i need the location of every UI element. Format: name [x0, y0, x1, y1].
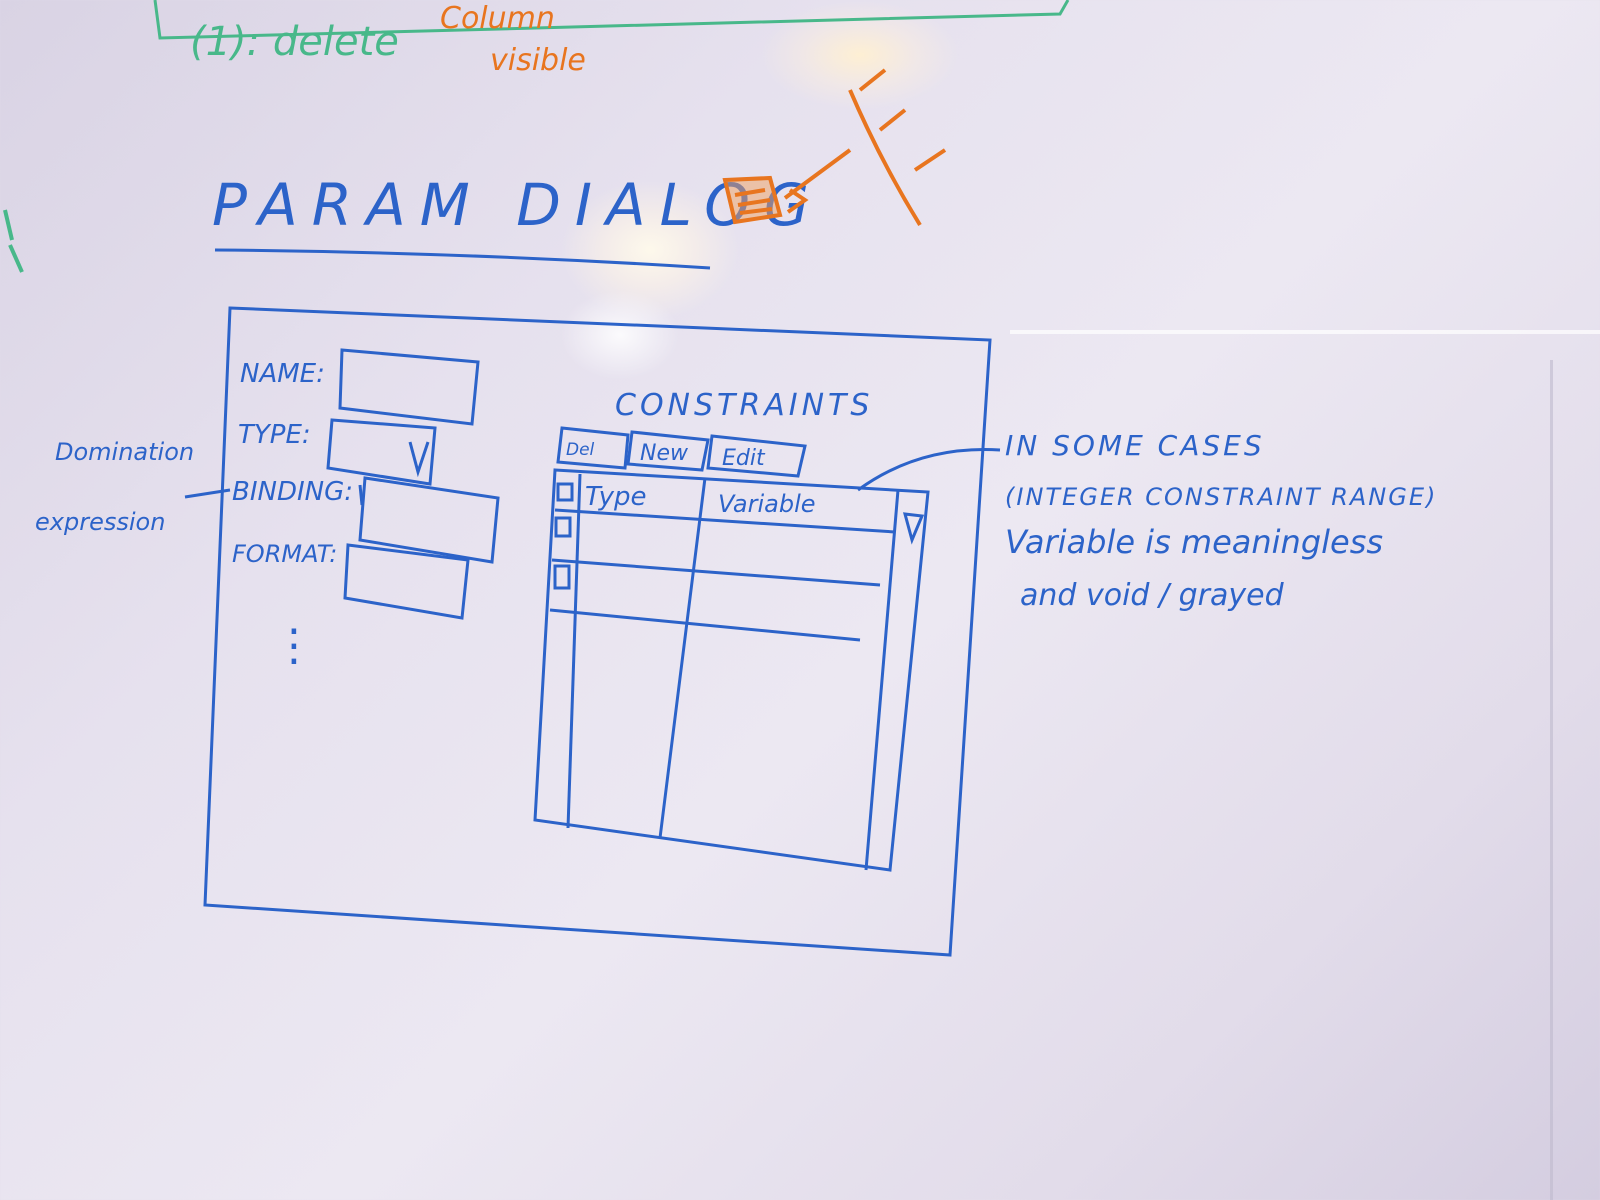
del-button[interactable]: Del [566, 440, 595, 460]
binding-note-line1: Domination [55, 438, 194, 466]
checkbox-column-divider [566, 473, 582, 829]
binding-note-connector [184, 488, 231, 499]
note-line3: Variable is meaningless [1005, 523, 1383, 561]
row-checkbox[interactable] [553, 564, 571, 590]
type-column-divider [658, 477, 707, 839]
new-button-frame[interactable] [626, 430, 710, 472]
note-line2: (INTEGER CONSTRAINT RANGE) [1005, 483, 1437, 511]
page-title: PARAM DIALOG [212, 171, 823, 239]
note-line4: and void / grayed [1020, 578, 1285, 613]
type-select[interactable] [326, 418, 437, 486]
light-glare-small [560, 290, 680, 380]
row-checkbox[interactable] [554, 516, 572, 538]
table-header-divider [554, 508, 896, 534]
note-line1: IN SOME CASES [1005, 429, 1265, 462]
del-button-frame[interactable] [556, 426, 630, 470]
top-note-delete: (1): delete [190, 19, 399, 65]
column-header-variable: Variable [718, 490, 816, 518]
top-note-column: Column [440, 1, 555, 36]
name-label: NAME: [240, 359, 325, 389]
more-fields-ellipsis: ⋮ [272, 620, 316, 671]
column-header-type: Type [585, 482, 647, 512]
top-box-edge [153, 0, 1070, 40]
chevron-down-icon[interactable] [408, 441, 430, 478]
binding-note-line2: expression [35, 508, 165, 536]
dialog-frame [203, 306, 992, 957]
binding-label: BINDING: [232, 477, 353, 507]
binding-input[interactable] [358, 476, 500, 564]
title-underline [214, 248, 711, 270]
constraints-table [533, 468, 930, 872]
table-row-divider [549, 608, 861, 642]
board-panel-seam [1550, 360, 1553, 1200]
format-input[interactable] [343, 543, 470, 620]
new-button[interactable]: New [640, 441, 689, 466]
edit-button[interactable]: Edit [722, 446, 766, 471]
constraints-heading: CONSTRAINTS [615, 388, 873, 423]
row-checkbox[interactable] [556, 482, 574, 502]
format-label: FORMAT: [232, 540, 337, 568]
note-connector [857, 448, 1001, 492]
scroll-down-icon[interactable] [902, 512, 925, 545]
table-row-divider [551, 558, 881, 587]
scrollbar-track-edge [864, 489, 900, 871]
pencil-icon [722, 68, 947, 227]
edit-button-frame[interactable] [706, 434, 807, 478]
table-frame [533, 468, 930, 872]
binding-cursor [358, 484, 364, 506]
type-label: TYPE: [238, 420, 311, 450]
top-note-visible: visible [490, 43, 586, 78]
green-margin-mark [3, 209, 24, 273]
board-panel-edge [1010, 330, 1600, 334]
name-input[interactable] [338, 348, 480, 426]
